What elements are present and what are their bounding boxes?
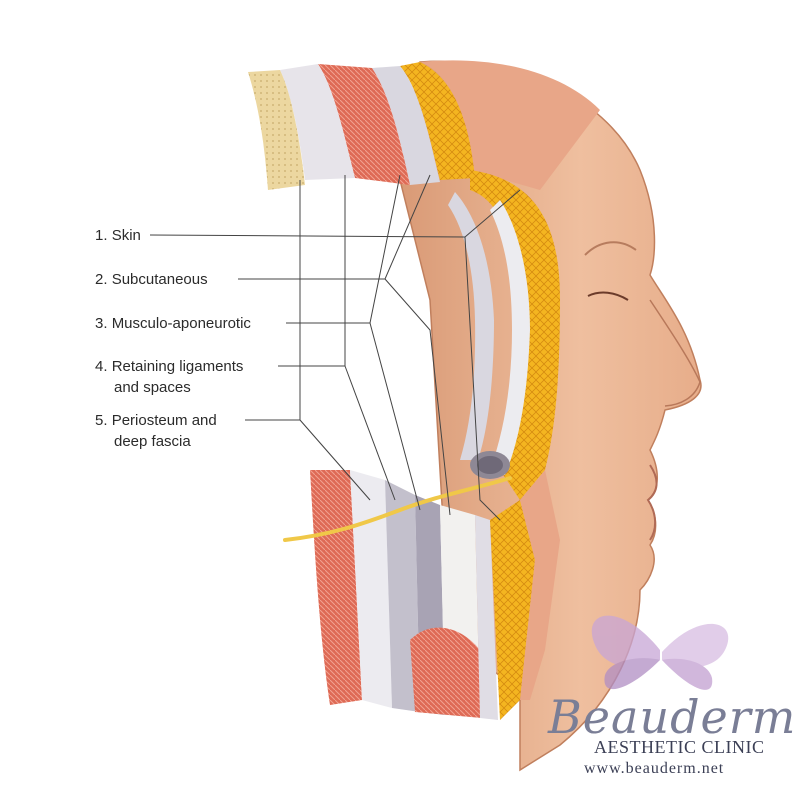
nerve: [283, 476, 512, 542]
gland-cylinder: [470, 451, 510, 479]
butterfly-logo-icon: [591, 615, 729, 690]
label-retaining-ligaments: 4. Retaining ligaments and spaces: [95, 358, 244, 396]
label-skin: 1. Skin: [95, 227, 141, 244]
nose: [649, 299, 701, 407]
eyebrow: [584, 241, 637, 256]
forehead-layers: [248, 60, 600, 191]
label-musculo-aponeurotic: 3. Musculo-aponeurotic: [95, 315, 251, 332]
brand-website: www.beauderm.net: [584, 760, 725, 777]
closed-eye: [587, 291, 629, 301]
leader-lines: [149, 174, 521, 521]
lips: [646, 464, 658, 541]
label-periosteum: 5. Periosteum and deep fascia: [95, 412, 217, 450]
brand-subtitle: AESTHETIC CLINIC: [594, 737, 765, 757]
brand-name: Beauderm: [548, 690, 797, 744]
lower-layers: [310, 470, 560, 720]
cheek-layers: [448, 170, 560, 500]
label-subcutaneous: 2. Subcutaneous: [95, 271, 208, 288]
